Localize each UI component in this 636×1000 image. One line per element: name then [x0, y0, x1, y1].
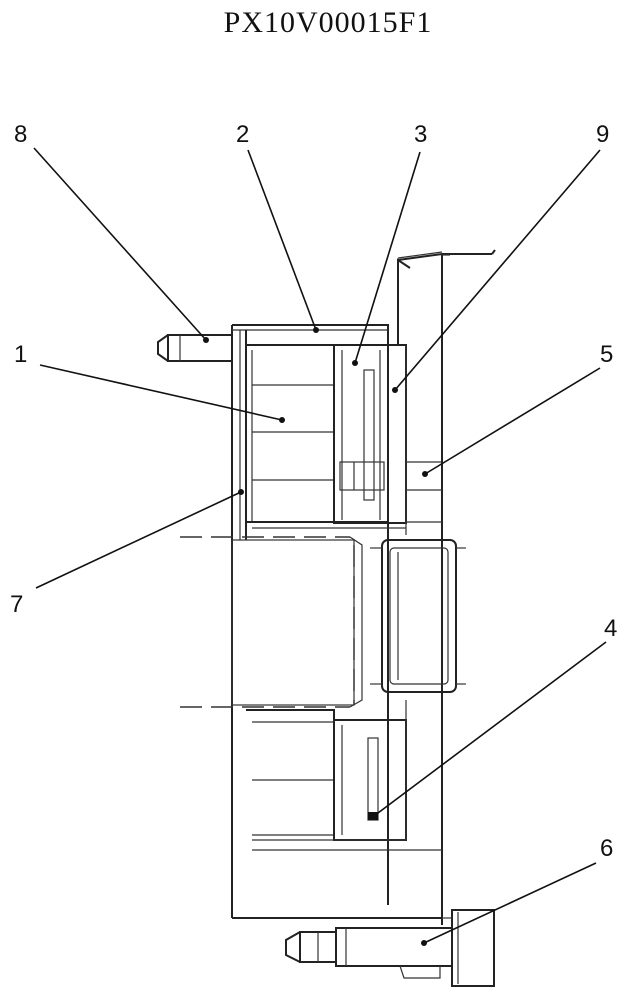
callout-3: 3	[414, 121, 427, 148]
callout-7: 7	[10, 591, 23, 618]
callout-5: 5	[600, 341, 613, 368]
leader-lines	[33, 147, 607, 946]
part-outline	[157, 249, 496, 987]
callout-6: 6	[600, 835, 613, 862]
callout-4: 4	[604, 615, 617, 642]
callout-9: 9	[596, 121, 609, 148]
callout-labels: 8 2 3 9 1 5 7 4 6	[10, 121, 617, 862]
callout-8: 8	[14, 121, 27, 148]
callout-2: 2	[236, 121, 249, 148]
callout-1: 1	[14, 341, 27, 368]
drawing-title: PX10V00015F1	[224, 6, 433, 39]
